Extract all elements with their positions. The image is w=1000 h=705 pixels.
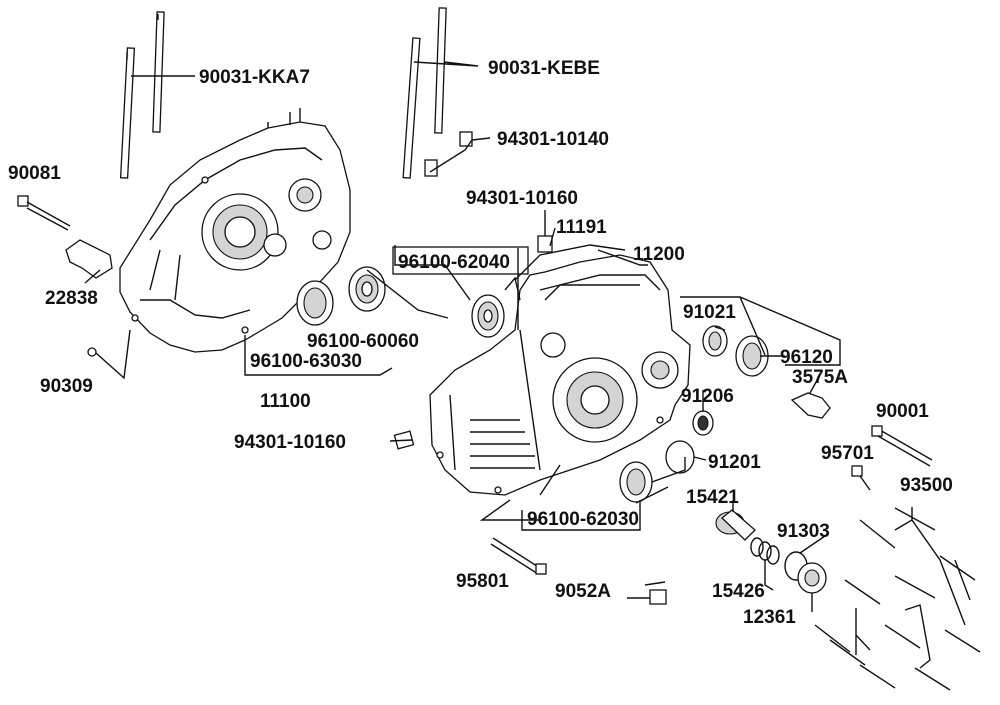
label-90081: 90081 [8, 163, 61, 184]
leader-lines [84, 61, 971, 669]
right-bearings [702, 325, 769, 377]
label-94301-10160-top: 94301-10160 [466, 188, 578, 209]
label-93500: 93500 [900, 475, 953, 496]
left-bearings [296, 266, 386, 326]
seal-91201 [665, 440, 695, 474]
label-95801: 95801 [456, 571, 509, 592]
label-90001: 90001 [876, 401, 929, 422]
label-11200: 11200 [633, 244, 685, 265]
label-15426: 15426 [712, 581, 765, 602]
part-labels: 90031-KKA7 90031-KEBE 94301-10140 90081 … [8, 58, 953, 628]
label-95701: 95701 [821, 443, 874, 464]
label-12361: 12361 [743, 607, 796, 628]
washer-90309 [87, 347, 97, 357]
label-96120: 96120 [780, 347, 833, 368]
sensor-3575a [790, 392, 831, 419]
bolt-95701 [851, 465, 871, 491]
label-90031-kebe: 90031-KEBE [488, 58, 600, 79]
label-96100-62030: 96100-62030 [527, 509, 639, 530]
bolt-90001 [871, 425, 933, 467]
bracket-22838 [65, 239, 113, 279]
label-3575a: 3575A [792, 367, 848, 388]
bolt-95801 [490, 537, 547, 575]
label-91021: 91021 [683, 302, 736, 323]
dowel-pins-top [424, 131, 473, 177]
label-94301-10160-left: 94301-10160 [234, 432, 346, 453]
label-22838: 22838 [45, 288, 98, 309]
label-15421: 15421 [686, 487, 739, 508]
plug-9052a [644, 581, 667, 605]
right-crankcase-half [429, 254, 691, 496]
label-11191: 11191 [556, 217, 607, 238]
label-91201: 91201 [708, 452, 761, 473]
bearing-62030 [619, 461, 653, 503]
oil-strainer [715, 509, 756, 541]
label-90309: 90309 [40, 376, 93, 397]
stud-bolts-kebe [402, 7, 447, 179]
label-96100-63030: 96100-63030 [250, 351, 362, 372]
left-crankcase-half [119, 108, 351, 353]
label-box-96100-62040 [392, 246, 529, 275]
label-96100-60060: 96100-60060 [307, 331, 419, 352]
label-94301-10140: 94301-10140 [497, 129, 609, 150]
bearing-62040 [471, 294, 505, 338]
stud-bolts-kka7 [119, 11, 165, 179]
label-91206: 91206 [681, 386, 734, 407]
label-11100: 11100 [260, 391, 311, 412]
drain-plug-12361 [797, 562, 827, 594]
label-91303: 91303 [777, 521, 830, 542]
bolts-93500 [814, 507, 981, 691]
label-9052a: 9052A [555, 581, 611, 602]
label-96100-62040: 96100-62040 [398, 252, 510, 273]
label-90031-kka7: 90031-KKA7 [199, 67, 310, 88]
seal-91206 [692, 410, 714, 436]
bolt-90081 [17, 195, 71, 231]
